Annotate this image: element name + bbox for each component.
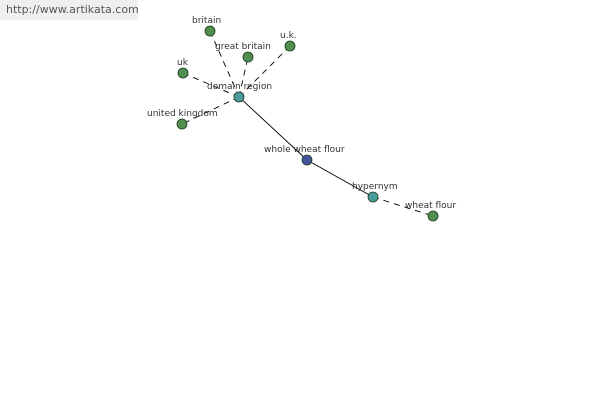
nodes-layer xyxy=(176,25,439,222)
node-domain-region[interactable] xyxy=(233,91,245,103)
node-label-hypernym[interactable]: hypernym xyxy=(352,182,398,192)
edge-whole-wheat-flour-to-domain-region xyxy=(238,96,308,161)
node-label-great-britain[interactable]: great britain xyxy=(215,42,271,52)
source-link[interactable]: http://www.artikata.com xyxy=(0,0,139,20)
node-label-wheat-flour[interactable]: wheat flour xyxy=(405,201,456,211)
node-u-k[interactable] xyxy=(284,40,296,52)
edge-domain-region-to-u-k xyxy=(238,45,291,98)
node-whole-wheat-flour[interactable] xyxy=(301,154,313,166)
node-great-britain[interactable] xyxy=(242,51,254,63)
node-britain[interactable] xyxy=(204,25,216,37)
node-label-whole-wheat-flour[interactable]: whole wheat flour xyxy=(264,145,345,155)
edges-layer xyxy=(181,30,434,217)
node-label-domain-region[interactable]: domain region xyxy=(207,82,272,92)
node-label-britain[interactable]: britain xyxy=(192,16,221,26)
node-label-united-kingdom[interactable]: united kingdom xyxy=(147,109,218,119)
node-wheat-flour[interactable] xyxy=(427,210,439,222)
labels-layer: whole wheat flour domain region hypernym wh… xyxy=(147,16,456,211)
node-uk[interactable] xyxy=(177,67,189,79)
edge-domain-region-to-britain xyxy=(209,30,240,98)
edge-domain-region-to-great-britain xyxy=(238,56,249,98)
node-label-u-k[interactable]: u.k. xyxy=(280,31,297,41)
edge-whole-wheat-flour-to-hypernym xyxy=(306,159,374,198)
node-label-uk[interactable]: uk xyxy=(177,58,189,68)
node-hypernym[interactable] xyxy=(367,191,379,203)
node-united-kingdom[interactable] xyxy=(176,118,188,130)
